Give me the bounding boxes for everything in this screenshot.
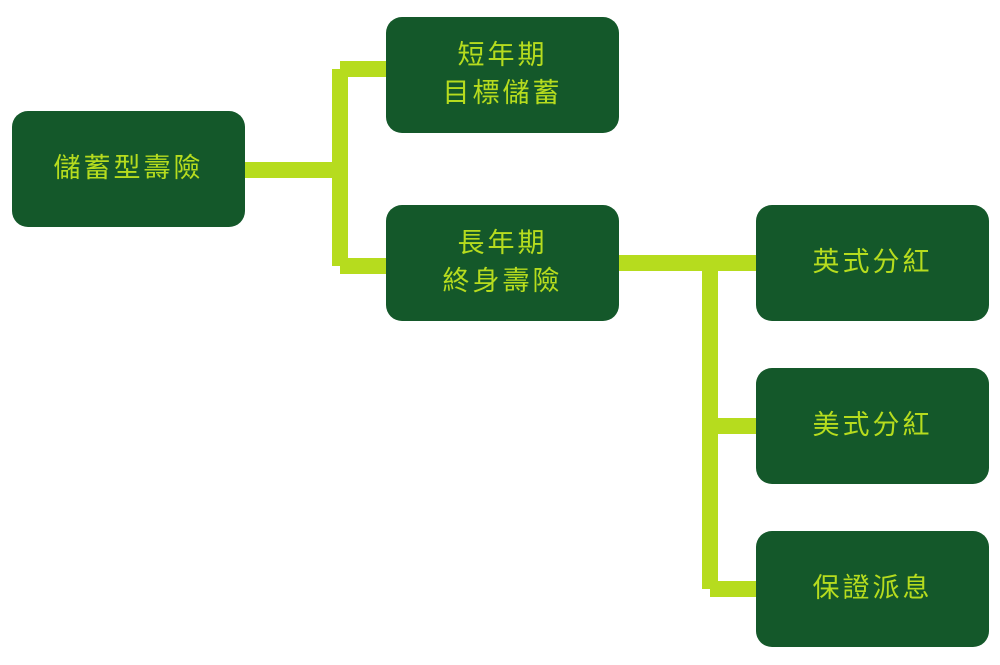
long-term-label-line2: 終身壽險 [442, 266, 563, 297]
uk-dividend-label: 英式分紅 [812, 247, 933, 278]
guaranteed-dividend-label: 保證派息 [812, 573, 933, 604]
short-term-label-line1: 短年期 [457, 40, 548, 71]
us-dividend-label: 美式分紅 [812, 410, 933, 441]
long-term-node: 長年期 終身壽險 [386, 205, 619, 321]
guaranteed-dividend-node: 保證派息 [756, 531, 989, 647]
long-term-label-line1: 長年期 [457, 228, 548, 259]
us-dividend-node: 美式分紅 [756, 368, 989, 484]
root-node: 儲蓄型壽險 [12, 111, 245, 227]
short-term-node: 短年期 目標儲蓄 [386, 17, 619, 133]
root-label: 儲蓄型壽險 [53, 153, 204, 184]
short-term-label-line2: 目標儲蓄 [442, 78, 563, 109]
uk-dividend-node: 英式分紅 [756, 205, 989, 321]
